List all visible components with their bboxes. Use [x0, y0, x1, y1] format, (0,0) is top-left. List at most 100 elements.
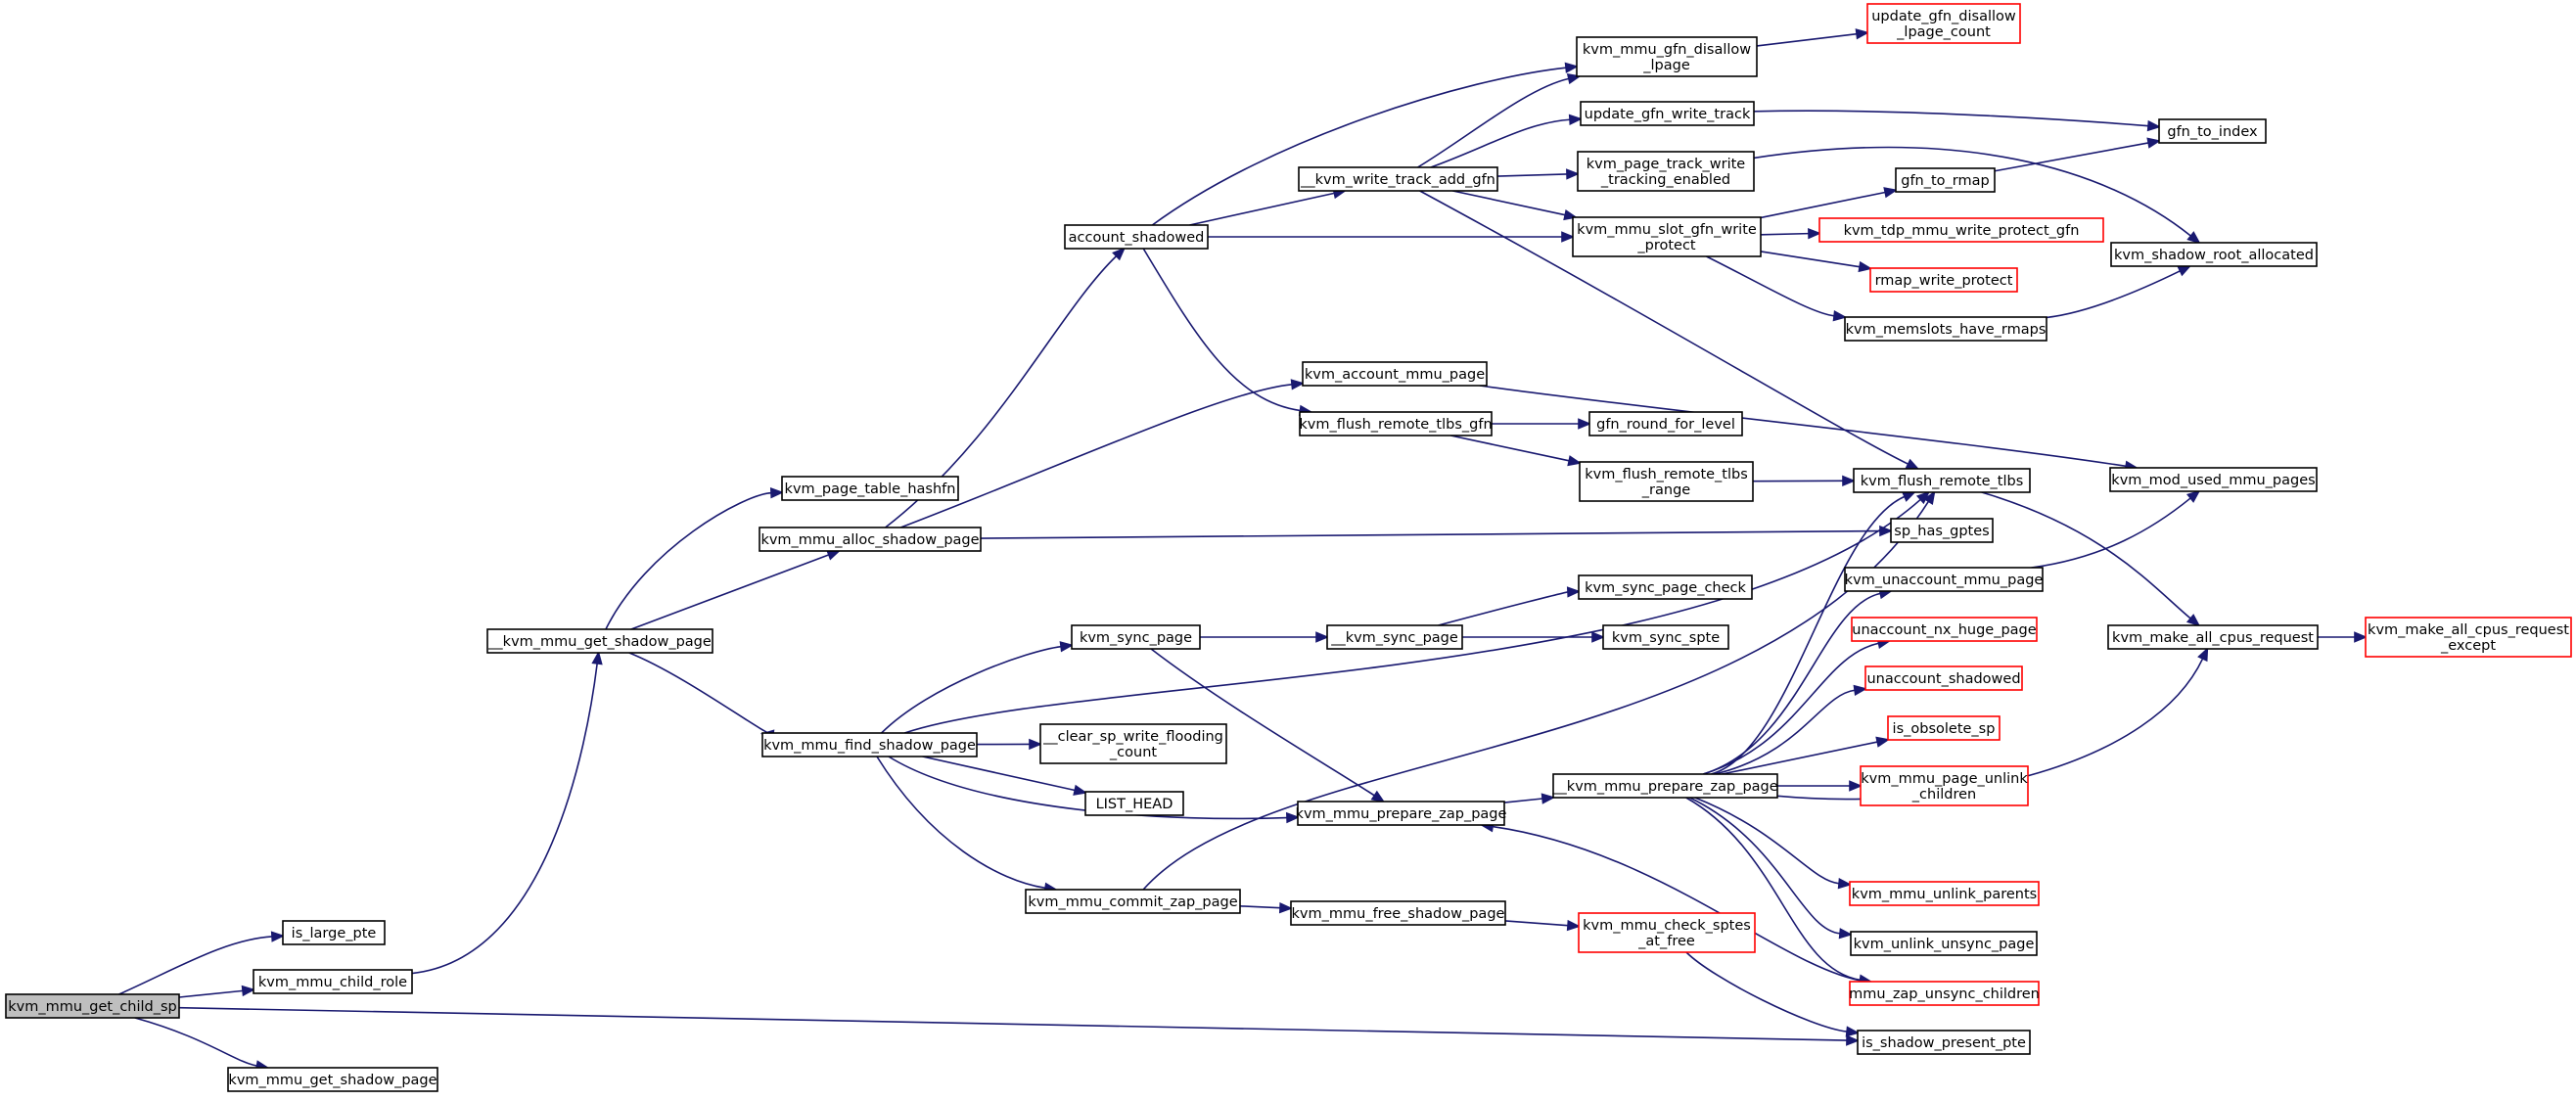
edge-__kvm_write_track_add_gfn-to-kvm_page_track_write_tracking_enabled: [1496, 168, 1581, 180]
edge-line: [1189, 192, 1335, 226]
edge-arrowhead: [1855, 28, 1870, 40]
node-kvm_mmu_page_unlink_children[interactable]: kvm_mmu_page_unlink_children: [1860, 765, 2029, 806]
node-label: _count: [1109, 745, 1157, 760]
node-kvm_mmu_gfn_disallow_lpage[interactable]: kvm_mmu_gfn_disallow_lpage: [1576, 36, 1758, 77]
node-kvm_mod_used_mmu_pages[interactable]: kvm_mod_used_mmu_pages: [2109, 467, 2318, 492]
node-is_obsolete_sp[interactable]: is_obsolete_sp: [1887, 715, 2001, 741]
edge-line: [2031, 497, 2191, 569]
edge-line: [1706, 255, 1835, 317]
edge-line: [178, 989, 244, 998]
edge-arrowhead: [1315, 631, 1330, 643]
node-box: [1578, 574, 1753, 600]
node-kvm_unlink_unsync_page[interactable]: kvm_unlink_unsync_page: [1850, 931, 2038, 956]
node-box: [1849, 981, 2040, 1006]
edge-__kvm_mmu_get_shadow_page-to-kvm_page_table_hashfn: [605, 487, 785, 630]
node-__kvm_sync_page[interactable]: __kvm_sync_page: [1326, 624, 1463, 650]
node-kvm_page_table_hashfn[interactable]: kvm_page_table_hashfn: [781, 476, 959, 501]
node-kvm_tdp_mmu_write_protect_gfn[interactable]: kvm_tdp_mmu_write_protect_gfn: [1818, 217, 2104, 243]
node-kvm_flush_remote_tlbs[interactable]: kvm_flush_remote_tlbs: [1853, 468, 2031, 493]
edge-kvm_mmu_check_sptes_at_free-to-is_shadow_present_pte: [1685, 951, 1861, 1037]
edge-arrowhead: [1838, 928, 1854, 940]
node-is_large_pte[interactable]: is_large_pte: [282, 920, 386, 945]
node-mmu_zap_unsync_children[interactable]: mmu_zap_unsync_children: [1849, 981, 2040, 1006]
edge-__kvm_write_track_add_gfn-to-update_gfn_write_track: [1430, 114, 1584, 168]
node-kvm_mmu_alloc_shadow_page[interactable]: kvm_mmu_alloc_shadow_page: [759, 527, 982, 552]
node-kvm_shadow_root_allocated[interactable]: kvm_shadow_root_allocated: [2110, 242, 2318, 267]
node-label: mmu_zap_unsync_children: [1849, 986, 2040, 1002]
node-box: [1326, 624, 1463, 650]
edge-line: [903, 498, 1921, 734]
node-update_gfn_write_track[interactable]: update_gfn_write_track: [1580, 101, 1755, 126]
node-unaccount_shadowed[interactable]: unaccount_shadowed: [1864, 665, 2023, 691]
node-box: [5, 993, 180, 1019]
node-kvm_sync_page[interactable]: kvm_sync_page: [1071, 624, 1201, 650]
node-kvm_account_mmu_page[interactable]: kvm_account_mmu_page: [1302, 361, 1488, 387]
node-__kvm_mmu_get_shadow_page[interactable]: __kvm_mmu_get_shadow_page: [486, 628, 713, 654]
edge-__kvm_write_track_add_gfn-to-kvm_flush_remote_tlbs: [1419, 190, 1920, 470]
node-kvm_mmu_prepare_zap_page[interactable]: kvm_mmu_prepare_zap_page: [1296, 801, 1507, 826]
node-kvm_sync_spte[interactable]: kvm_sync_spte: [1602, 624, 1729, 650]
edge-arrowhead: [1849, 780, 1863, 792]
node-kvm_flush_remote_tlbs_range[interactable]: kvm_flush_remote_tlbs_range: [1579, 461, 1754, 502]
node-kvm_mmu_find_shadow_page[interactable]: kvm_mmu_find_shadow_page: [761, 732, 978, 757]
edge-line: [1492, 825, 1866, 983]
edge-kvm_mmu_alloc_shadow_page-to-kvm_account_mmu_page: [899, 379, 1306, 528]
edge-arrowhead: [1059, 641, 1075, 653]
node-gfn_to_rmap[interactable]: gfn_to_rmap: [1895, 167, 1996, 193]
edge-kvm_mmu_prepare_zap_page-to-__kvm_mmu_prepare_zap_page: [1503, 793, 1556, 804]
node-update_gfn_disallow_lpage_count[interactable]: update_gfn_disallow_lpage_count: [1866, 3, 2021, 44]
edge-kvm_flush_remote_tlbs_gfn-to-kvm_flush_remote_tlbs_range: [1450, 435, 1583, 467]
edge-__kvm_mmu_prepare_zap_page-to-unaccount_shadowed: [1714, 684, 1868, 775]
node-gfn_round_for_level[interactable]: gfn_round_for_level: [1588, 411, 1743, 436]
node-rmap_write_protect[interactable]: rmap_write_protect: [1869, 267, 2018, 293]
node-kvm_sync_page_check[interactable]: kvm_sync_page_check: [1578, 574, 1753, 600]
node-kvm_make_all_cpus_request[interactable]: kvm_make_all_cpus_request: [2107, 624, 2319, 650]
edge-__kvm_mmu_prepare_zap_page-to-kvm_unlink_unsync_page: [1689, 797, 1854, 940]
node-kvm_mmu_unlink_parents[interactable]: kvm_mmu_unlink_parents: [1849, 881, 2040, 906]
edge-line: [178, 1006, 1848, 1041]
node-label: kvm_unaccount_mmu_page: [1845, 573, 2044, 588]
edge-line: [1776, 658, 2204, 801]
node-__kvm_write_track_add_gfn[interactable]: __kvm_write_track_add_gfn: [1298, 166, 1498, 192]
node-__clear_sp_write_flooding_count[interactable]: __clear_sp_write_flooding_count: [1039, 723, 1227, 764]
node-kvm_mmu_commit_zap_page[interactable]: kvm_mmu_commit_zap_page: [1025, 889, 1241, 914]
node-kvm_mmu_get_child_sp[interactable]: kvm_mmu_get_child_sp: [5, 993, 180, 1019]
node-label: kvm_mmu_alloc_shadow_page: [760, 532, 979, 548]
node-gfn_to_index[interactable]: gfn_to_index: [2158, 118, 2267, 144]
edge-kvm_mmu_child_role-to-__kvm_mmu_get_shadow_page: [411, 650, 603, 975]
edge-arrowhead: [1567, 455, 1583, 467]
edge-kvm_page_track_write_tracking_enabled-to-kvm_shadow_root_allocated: [1753, 146, 2201, 245]
node-kvm_mmu_check_sptes_at_free[interactable]: kvm_mmu_check_sptes_at_free: [1578, 912, 1756, 953]
node-kvm_memslots_have_rmaps[interactable]: kvm_memslots_have_rmaps: [1844, 316, 2047, 342]
node-label: __clear_sp_write_flooding: [1042, 729, 1223, 745]
node-__kvm_mmu_prepare_zap_page[interactable]: __kvm_mmu_prepare_zap_page: [1551, 773, 1778, 799]
node-box: [1890, 518, 1994, 543]
edge-arrowhead: [1905, 458, 1920, 470]
edge-line: [980, 529, 1881, 539]
node-account_shadowed[interactable]: account_shadowed: [1064, 224, 1209, 250]
edge-arrowhead: [241, 985, 256, 997]
edge-__kvm_mmu_prepare_zap_page-to-kvm_mmu_page_unlink_children: [1777, 780, 1863, 792]
edge-account_shadowed-to-__kvm_write_track_add_gfn: [1189, 187, 1348, 226]
node-kvm_unaccount_mmu_page[interactable]: kvm_unaccount_mmu_page: [1844, 567, 2044, 592]
edge-arrowhead: [2146, 119, 2162, 132]
node-kvm_make_all_cpus_request_except[interactable]: kvm_make_all_cpus_request_except: [2365, 617, 2572, 658]
node-kvm_mmu_get_shadow_page[interactable]: kvm_mmu_get_shadow_page: [227, 1067, 438, 1092]
node-box: [1850, 931, 2038, 956]
node-kvm_mmu_free_shadow_page[interactable]: kvm_mmu_free_shadow_page: [1290, 900, 1506, 926]
node-kvm_page_track_write_tracking_enabled[interactable]: kvm_page_track_write_tracking_enabled: [1577, 151, 1755, 192]
node-unaccount_nx_huge_page[interactable]: unaccount_nx_huge_page: [1851, 617, 2038, 642]
node-sp_has_gptes[interactable]: sp_has_gptes: [1890, 518, 1994, 543]
node-is_shadow_present_pte[interactable]: is_shadow_present_pte: [1857, 1030, 2031, 1055]
node-kvm_flush_remote_tlbs_gfn[interactable]: kvm_flush_remote_tlbs_gfn: [1299, 411, 1493, 436]
edge-line: [1430, 118, 1571, 168]
node-label: _except: [2440, 638, 2496, 654]
edge-kvm_mmu_slot_gfn_write_protect-to-gfn_to_rmap: [1760, 187, 1899, 219]
node-kvm_mmu_slot_gfn_write_protect[interactable]: kvm_mmu_slot_gfn_write_protect: [1572, 216, 1762, 257]
node-LIST_HEAD[interactable]: LIST_HEAD: [1084, 791, 1184, 816]
edge-line: [628, 652, 774, 736]
node-kvm_mmu_child_role[interactable]: kvm_mmu_child_role: [253, 969, 413, 994]
edge-arrowhead: [270, 931, 286, 942]
edge-line: [1452, 190, 1566, 216]
node-box: [1853, 468, 2031, 493]
